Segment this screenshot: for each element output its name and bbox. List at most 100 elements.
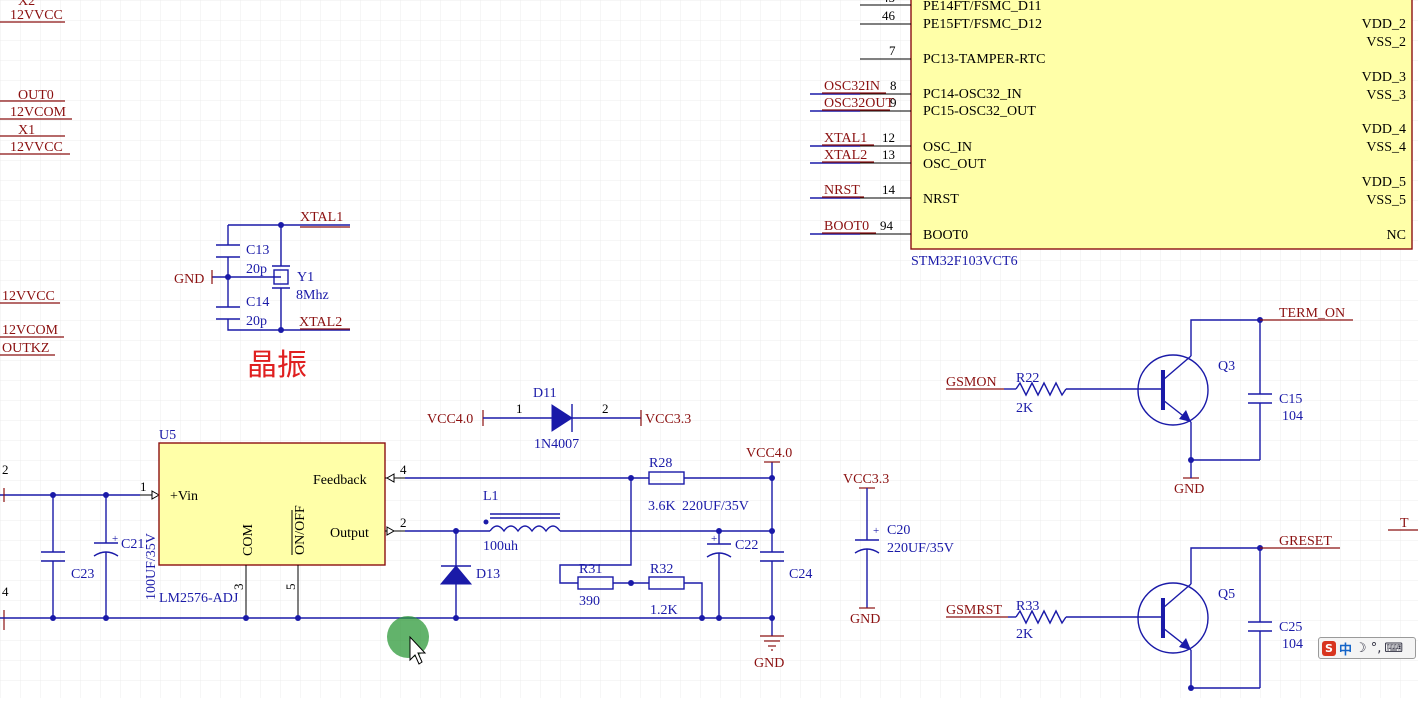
mcu-pin-label: VDD_5 [1362,175,1406,190]
net-label-x2: X2 [18,0,35,9]
c14-value: 20p [246,314,267,329]
pin-number: 45 [882,0,895,5]
q5-ref: Q5 [1218,587,1235,602]
mcu-pin-label: NC [1387,228,1406,243]
u5-pin-vin: +Vin [170,489,198,504]
mcu-stm32f103vct6[interactable]: OSC32IN OSC32OUT XTAL1 XTAL2 NRST BOOT0 … [810,0,1413,269]
mcu-pin-label: VSS_5 [1366,193,1406,208]
net-label-gnd: GND [754,656,784,671]
d13-ref: D13 [476,567,500,582]
pin-number: 8 [890,78,897,93]
net-label-greset: GRESET [1279,534,1332,549]
r32-ref: R32 [650,562,673,577]
net-label-gnd: GND [850,612,880,627]
ime-toolbar[interactable]: S 中 ☽ °, ⌨ [1318,637,1416,659]
r28-ref: R28 [649,456,672,471]
r28-value: 3.6K [648,499,676,514]
transistor-stage-q3[interactable]: GSMON R22 2K TERM_ON GND Q3 C15 104 [946,306,1353,497]
c20-value: 220UF/35V [887,541,954,556]
net-label-boot0: BOOT0 [824,219,869,234]
capacitor-c20[interactable]: + VCC3.3 GND C20 220UF/35V [843,472,954,627]
net-label-gsmon: GSMON [946,375,997,390]
pin-number: 2 [2,462,9,477]
u5-part: LM2576-ADJ [159,591,239,606]
sogou-logo-icon[interactable]: S [1322,640,1336,656]
net-label-vcc4-0: VCC4.0 [427,412,473,427]
ime-status-glyphs[interactable]: ☽ °, [1354,640,1382,656]
transistor-stage-q5[interactable]: GSMRST R33 2K GRESET Q5 C25 104 T [946,516,1418,691]
net-label-osc32in: OSC32IN [824,79,880,94]
mcu-body[interactable] [910,0,1413,250]
cursor-arrow-icon [409,635,427,665]
c22-value: 220UF/35V [682,499,749,514]
net-label-t: T [1400,516,1409,531]
diode-d11[interactable]: VCC4.0 VCC3.3 D11 1N4007 1 2 [427,386,691,452]
keyboard-icon[interactable]: ⌨ [1384,640,1404,656]
svg-text:+: + [711,533,717,545]
mcu-pin-label: PE14FT/FSMC_D11 [923,0,1042,14]
net-label-gsmrst: GSMRST [946,603,1002,618]
c15-value: 104 [1282,409,1303,424]
mcu-pin-label: PC13-TAMPER-RTC [923,52,1046,67]
pin-number: 46 [882,8,896,23]
l1-value: 100uh [483,539,518,554]
regulator-u5-body[interactable] [158,442,386,566]
pin-number: 7 [889,43,896,58]
net-label-term-on: TERM_ON [1279,306,1345,321]
c23-ref: C23 [71,567,94,582]
q3-ref: Q3 [1218,359,1235,374]
r22-ref: R22 [1016,371,1039,386]
c14-ref: C14 [246,295,269,310]
net-label-xtal2: XTAL2 [299,315,342,330]
c21-ref: C21 [121,537,144,552]
pin-number: 4 [400,462,407,477]
pin-number: 3 [231,584,246,591]
net-label-vcc3-3: VCC3.3 [843,472,889,487]
mcu-pin-label: VSS_3 [1366,88,1406,103]
net-label-x1: X1 [18,123,35,138]
c25-value: 104 [1282,637,1303,652]
ime-mode-indicator[interactable]: 中 [1338,642,1352,658]
y1-ref: Y1 [297,270,314,285]
net-label-gnd: GND [174,272,204,287]
r32-value: 1.2K [650,603,678,618]
mcu-pin-label: OSC_IN [923,140,972,155]
oscillator-circuit[interactable]: XTAL1 XTAL2 GND C13 20p C14 20p Y1 8Mhz … [174,210,350,383]
pin-number: 94 [880,218,894,233]
mcu-pin-label: VDD_3 [1362,70,1406,85]
power-supply-circuit[interactable]: 1 2 4 + C23 C21 100UF/35V U5 +Vin Feedba… [0,428,812,671]
pin-number: 13 [882,147,895,162]
r33-ref: R33 [1016,599,1039,614]
r31-value: 390 [579,594,600,609]
mcu-pin-label: NRST [923,192,959,207]
l1-ref: L1 [483,489,499,504]
u5-pin-feedback: Feedback [313,473,367,488]
mcu-pin-label: PC14-OSC32_IN [923,87,1022,102]
c15-ref: C15 [1279,392,1302,407]
net-label-xtal1: XTAL1 [300,210,343,225]
pin-number: 12 [882,130,895,145]
d11-value: 1N4007 [534,437,579,452]
c25-ref: C25 [1279,620,1302,635]
u5-pin-onoff: ON/OFF [293,505,308,555]
u5-ref: U5 [159,428,176,443]
mcu-pin-label: PE15FT/FSMC_D12 [923,17,1042,32]
net-label-12vvcc: 12VVCC [2,289,55,304]
mcu-pin-label: PC15-OSC32_OUT [923,104,1036,119]
net-label-12vcom: 12VCOM [10,105,67,120]
mouse-cursor [387,616,429,665]
left-net-labels: X2 12VVCC OUT0 12VCOM X1 12VVCC 12VVCC 1… [0,0,72,356]
net-label-xtal2: XTAL2 [824,148,867,163]
r33-value: 2K [1016,627,1033,642]
r31-ref: R31 [579,562,602,577]
pin-number: 14 [882,182,896,197]
c20-ref: C20 [887,523,910,538]
u5-pin-output: Output [330,526,369,541]
c13-value: 20p [246,262,267,277]
net-label-gnd: GND [1174,482,1204,497]
mcu-pin-label: VDD_2 [1362,17,1406,32]
d11-ref: D11 [533,386,557,401]
net-label-osc32out: OSC32OUT [824,96,894,111]
